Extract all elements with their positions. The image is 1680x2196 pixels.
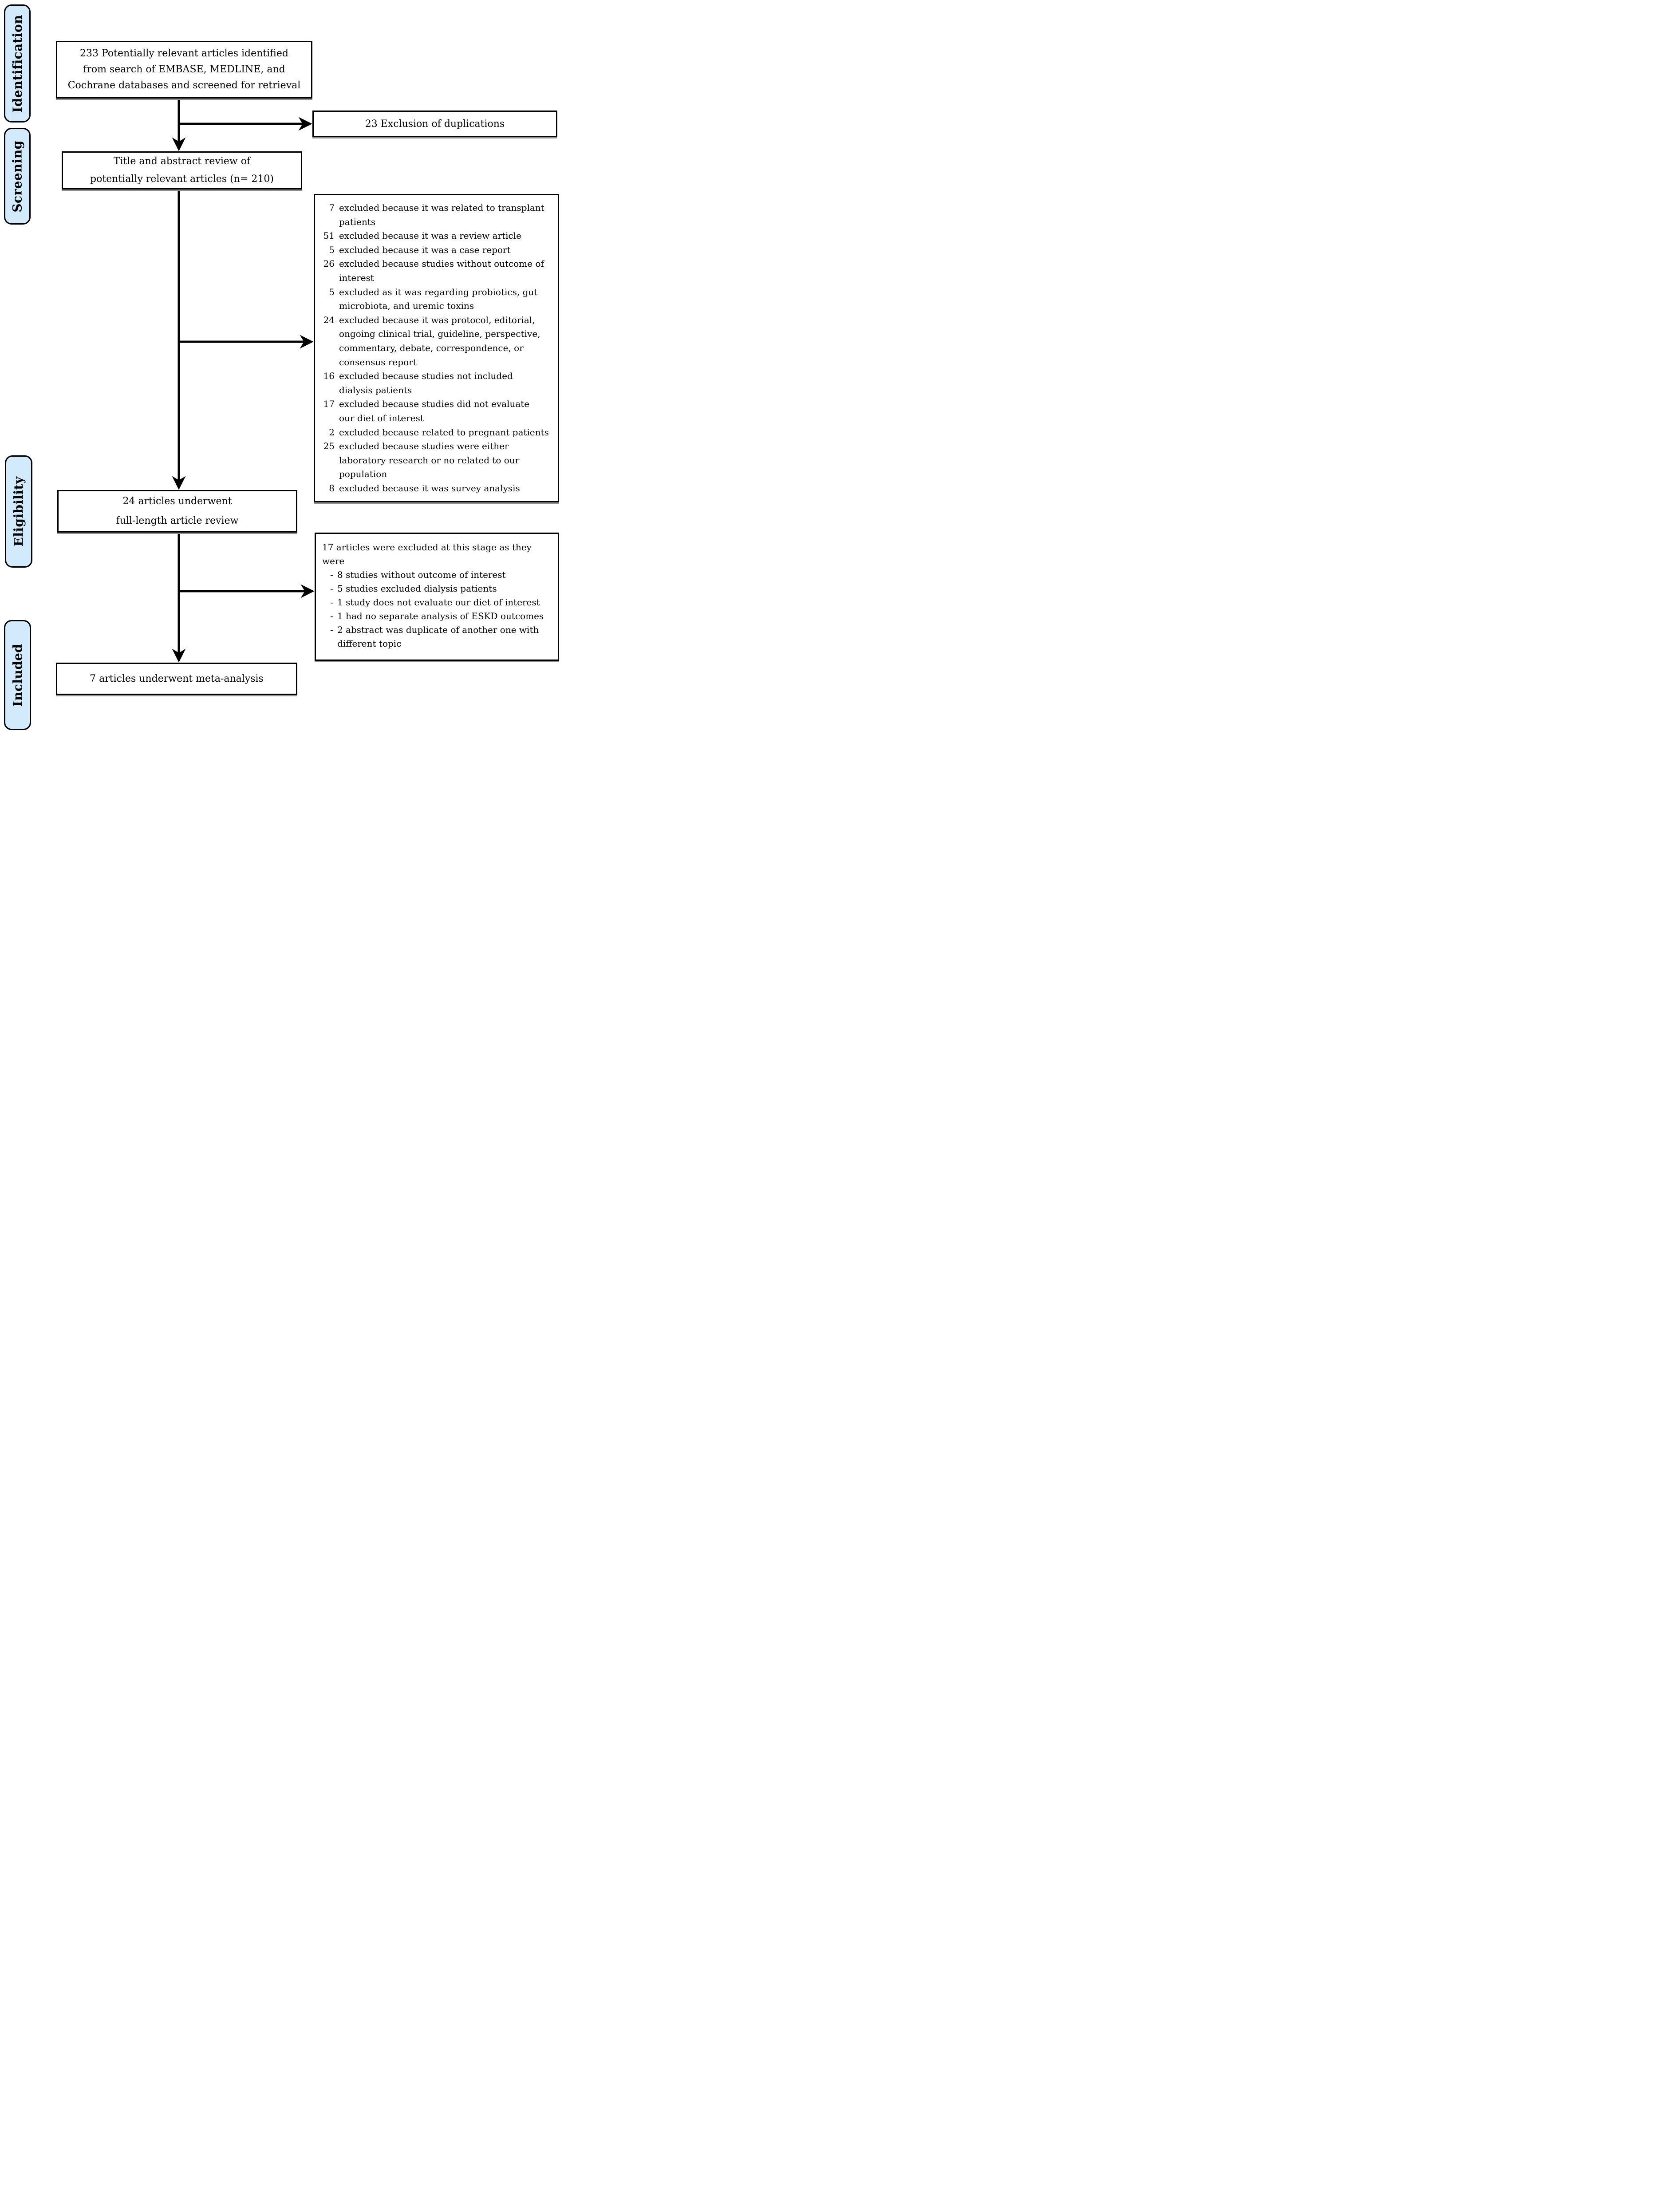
exclusion-reason: excluded because studies not included di… bbox=[339, 371, 513, 395]
duplicates-excluded-text: 23 Exclusion of duplications bbox=[365, 118, 505, 130]
fulltext-exclusion-item: - 1 study does not evaluate our diet of … bbox=[322, 596, 553, 609]
exclusion-reason: excluded because it was protocol, editor… bbox=[339, 314, 540, 367]
screening-exclusion-item: 5 excluded because it was a case report bbox=[320, 243, 554, 257]
screening-exclusion-item: 2 excluded because related to pregnant p… bbox=[320, 426, 554, 440]
fulltext-exclusion-item: - 1 had no separate analysis of ESKD out… bbox=[322, 609, 553, 623]
screening-exclusion-item: 26 excluded because studies without outc… bbox=[320, 257, 554, 285]
exclusion-reason: excluded because studies without outcome… bbox=[339, 258, 544, 283]
flow-arrows bbox=[172, 99, 315, 663]
fulltext-exclusions-list: - 8 studies without outcome of interest … bbox=[322, 568, 553, 651]
exclusion-count: 5 bbox=[329, 244, 335, 255]
dash-bullet: - bbox=[330, 624, 333, 635]
node-title-abstract-review: Title and abstract review of potentially… bbox=[62, 151, 302, 190]
exclusion-count: 8 bbox=[329, 482, 335, 494]
exclusion-count: 51 bbox=[323, 230, 335, 241]
exclusion-reason: excluded because studies did not evaluat… bbox=[339, 399, 530, 423]
exclusion-count: 2 bbox=[329, 427, 335, 438]
title-abstract-review-text: Title and abstract review of potentially… bbox=[90, 156, 274, 185]
full-length-review-text: 24 articles underwent full-length articl… bbox=[116, 496, 239, 526]
fulltext-exclusion-item: - 8 studies without outcome of interest bbox=[322, 568, 553, 582]
exclusion-reason: excluded because it was a case report bbox=[339, 244, 511, 255]
exclusion-count: 25 bbox=[323, 441, 335, 452]
exclusion-count: 24 bbox=[323, 314, 335, 325]
screening-exclusion-item: 16 excluded because studies not included… bbox=[320, 369, 554, 397]
prisma-flow-diagram: Identification Screening Eligibility Inc… bbox=[0, 0, 560, 732]
node-meta-analysis: 7 articles underwent meta-analysis bbox=[56, 663, 297, 695]
fulltext-exclusions-intro: 17 articles were excluded at this stage … bbox=[322, 542, 532, 566]
screening-exclusion-item: 17 excluded because studies did not eval… bbox=[320, 397, 554, 425]
fulltext-exclusion-text: 1 study does not evaluate our diet of in… bbox=[337, 597, 540, 608]
screening-exclusion-item: 5 excluded as it was regarding probiotic… bbox=[320, 285, 554, 313]
dash-bullet: - bbox=[330, 597, 333, 608]
fulltext-exclusion-text: 8 studies without outcome of interest bbox=[337, 569, 506, 580]
fulltext-exclusion-text: 1 had no separate analysis of ESKD outco… bbox=[337, 611, 544, 621]
node-screening-exclusions: 7 excluded because it was related to tra… bbox=[314, 194, 559, 502]
exclusion-count: 26 bbox=[323, 258, 335, 269]
meta-analysis-text: 7 articles underwent meta-analysis bbox=[90, 673, 264, 684]
articles-identified-text: 233 Potentially relevant articles identi… bbox=[67, 48, 301, 91]
stage-eligibility: Eligibility bbox=[5, 455, 32, 568]
screening-exclusion-item: 51 excluded because it was a review arti… bbox=[320, 229, 554, 243]
exclusion-reason: excluded because it was related to trans… bbox=[339, 202, 544, 227]
node-full-length-review: 24 articles underwent full-length articl… bbox=[57, 490, 297, 533]
dash-bullet: - bbox=[330, 611, 333, 621]
dash-bullet: - bbox=[330, 583, 333, 594]
exclusion-count: 7 bbox=[329, 202, 335, 213]
screening-exclusion-item: 8 excluded because it was survey analysi… bbox=[320, 482, 554, 496]
dash-bullet: - bbox=[330, 569, 333, 580]
exclusion-count: 5 bbox=[329, 286, 335, 297]
fulltext-exclusion-text: 2 abstract was duplicate of another one … bbox=[337, 624, 539, 649]
screening-exclusion-item: 25 excluded because studies were either … bbox=[320, 439, 554, 482]
exclusion-reason: excluded because it was survey analysis bbox=[339, 482, 520, 494]
fulltext-exclusion-item: - 5 studies excluded dialysis patients bbox=[322, 582, 553, 596]
exclusion-reason: excluded because it was a review article bbox=[339, 230, 521, 241]
exclusion-count: 16 bbox=[323, 371, 335, 382]
node-duplicates-excluded: 23 Exclusion of duplications bbox=[312, 111, 557, 137]
stage-screening: Screening bbox=[4, 128, 31, 225]
node-fulltext-exclusions: 17 articles were excluded at this stage … bbox=[315, 533, 559, 661]
node-articles-identified: 233 Potentially relevant articles identi… bbox=[56, 41, 312, 99]
screening-exclusion-item: 7 excluded because it was related to tra… bbox=[320, 201, 554, 229]
fulltext-exclusion-text: 5 studies excluded dialysis patients bbox=[337, 583, 497, 594]
fulltext-exclusion-item: - 2 abstract was duplicate of another on… bbox=[322, 623, 553, 651]
exclusion-reason: excluded because related to pregnant pat… bbox=[339, 427, 549, 438]
stage-identification: Identification bbox=[4, 4, 31, 122]
exclusion-reason: excluded because studies were either lab… bbox=[339, 441, 520, 480]
screening-exclusion-item: 24 excluded because it was protocol, edi… bbox=[320, 313, 554, 369]
stage-included: Included bbox=[4, 620, 31, 730]
exclusion-count: 17 bbox=[323, 399, 335, 410]
exclusion-reason: excluded as it was regarding probiotics,… bbox=[339, 286, 538, 312]
